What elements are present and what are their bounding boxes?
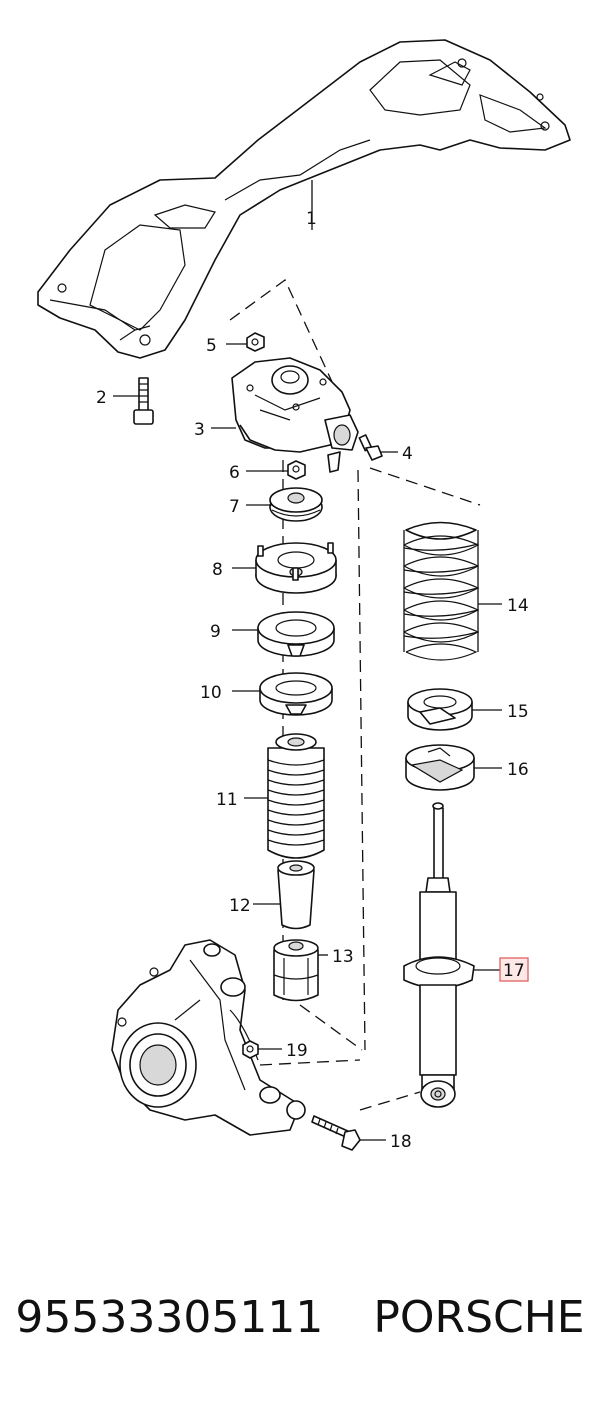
bolt-part-2 bbox=[133, 377, 154, 425]
callout-19: 19 bbox=[286, 1041, 308, 1061]
callout-6: 6 bbox=[229, 463, 240, 483]
assembly-guide-lines bbox=[229, 279, 481, 1111]
bolt-part-18 bbox=[311, 1115, 361, 1151]
callout-11: 11 bbox=[216, 790, 238, 810]
highlight-box-17 bbox=[499, 957, 529, 982]
callout-7: 7 bbox=[229, 497, 240, 517]
bump-stop-part-12 bbox=[277, 860, 315, 930]
callout-16: 16 bbox=[507, 760, 529, 780]
callout-17: 17 bbox=[503, 961, 525, 981]
callout-12: 12 bbox=[229, 896, 251, 916]
exploded-parts-diagram: 1 2 3 4 5 6 7 8 9 10 11 12 13 14 15 16 1… bbox=[37, 39, 571, 1152]
spacer-part-10 bbox=[259, 672, 333, 716]
strut-top-mount-part-3 bbox=[231, 357, 359, 473]
nut-part-19 bbox=[242, 1040, 259, 1059]
callout-14: 14 bbox=[507, 596, 529, 616]
part-caption: 95533305111 PORSCHE bbox=[0, 1292, 600, 1343]
bearing-part-7 bbox=[269, 487, 323, 522]
callout-1: 1 bbox=[306, 209, 317, 229]
spacer-part-9 bbox=[257, 611, 335, 657]
spring-pad-part-16 bbox=[405, 744, 475, 791]
shock-absorber-part-17 bbox=[403, 802, 475, 1108]
callout-10: 10 bbox=[200, 683, 222, 703]
brand-name: PORSCHE bbox=[373, 1292, 585, 1343]
callout-5: 5 bbox=[206, 336, 217, 356]
bump-stop-cup-part-13 bbox=[273, 939, 319, 1002]
nut-part-6 bbox=[287, 460, 306, 480]
callout-3: 3 bbox=[194, 420, 205, 440]
callout-4: 4 bbox=[402, 444, 413, 464]
callout-2: 2 bbox=[96, 388, 107, 408]
callout-18: 18 bbox=[390, 1132, 412, 1152]
upper-spring-seat-part-8 bbox=[255, 542, 337, 594]
callout-15: 15 bbox=[507, 702, 529, 722]
callout-13: 13 bbox=[332, 947, 354, 967]
bolt-part-4 bbox=[358, 434, 383, 461]
dust-boot-part-11 bbox=[267, 733, 325, 859]
callout-labels: 1 2 3 4 5 6 7 8 9 10 11 12 13 14 15 16 1… bbox=[96, 209, 529, 1152]
part-number: 95533305111 bbox=[15, 1292, 324, 1343]
callout-8: 8 bbox=[212, 560, 223, 580]
spring-seat-part-15 bbox=[407, 688, 473, 731]
wheel-carrier-knuckle bbox=[111, 939, 306, 1136]
leader-lines bbox=[113, 180, 502, 1141]
nut-part-5 bbox=[246, 332, 265, 352]
subframe-crossmember bbox=[37, 39, 571, 359]
callout-9: 9 bbox=[210, 622, 221, 642]
coil-spring-part-14 bbox=[403, 521, 480, 661]
